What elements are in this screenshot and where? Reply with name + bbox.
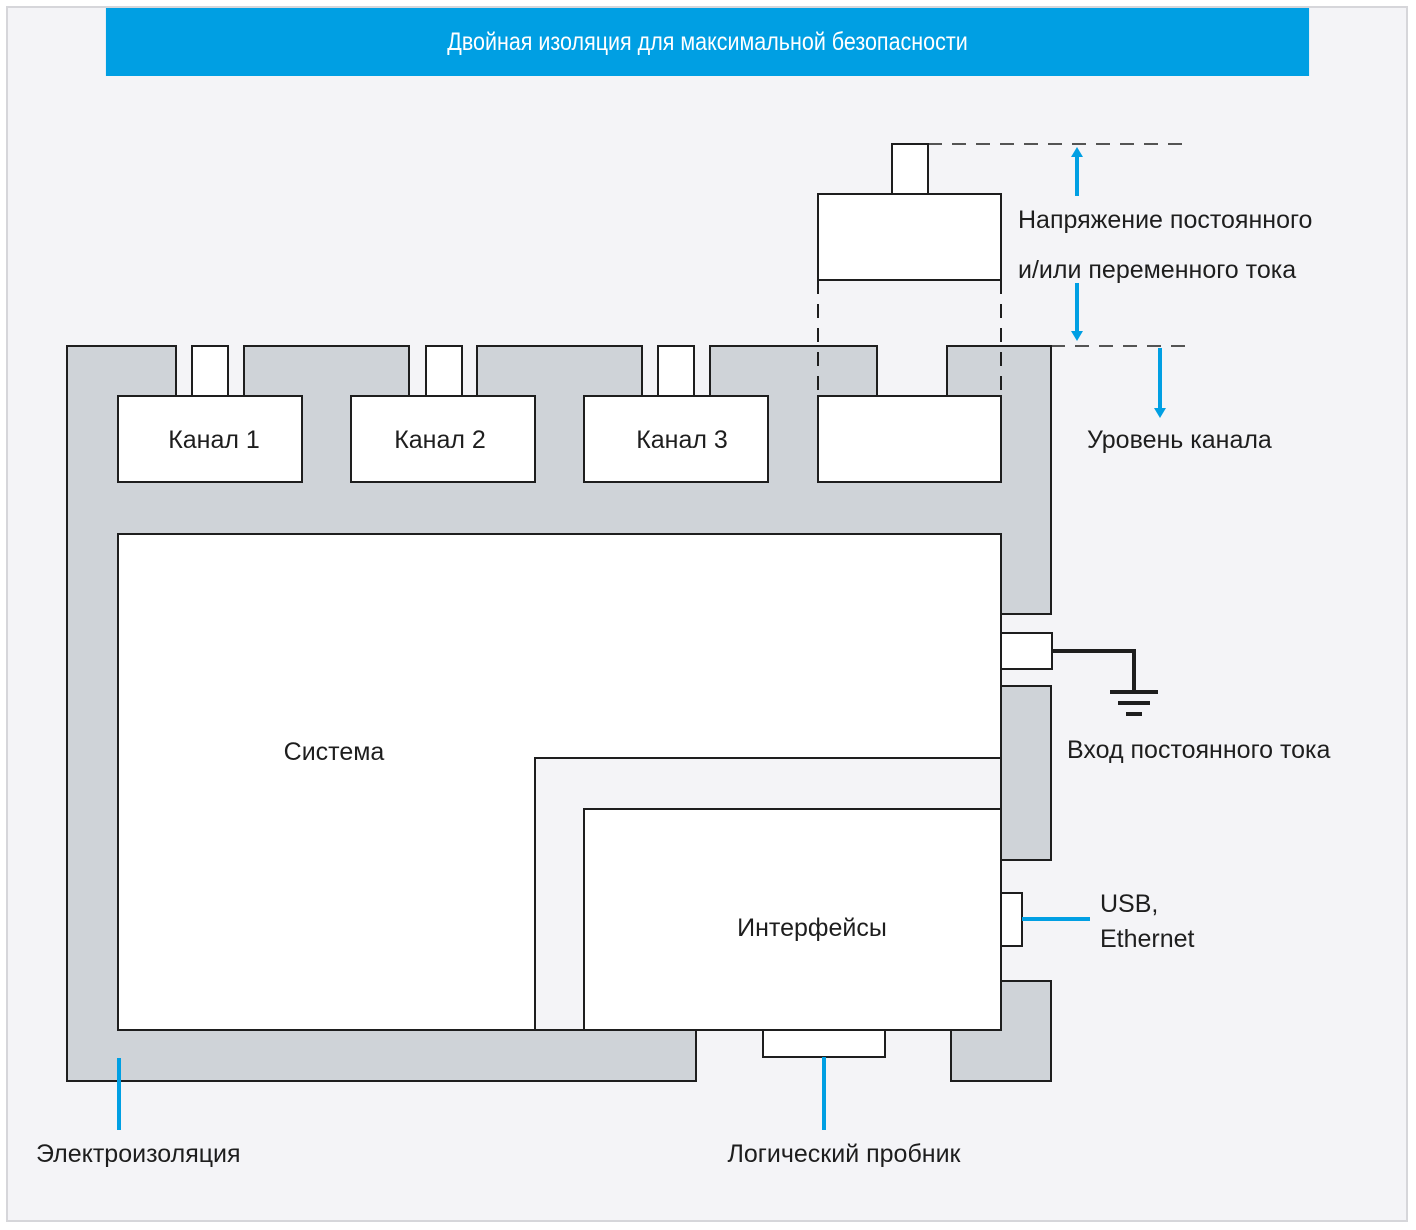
- channel-1-box: [117, 395, 303, 483]
- usb-label: USB,: [1100, 890, 1158, 918]
- interfaces-block: [583, 808, 1002, 1031]
- channel-connectors: [191, 345, 695, 397]
- voltage-arrows: [1071, 147, 1166, 418]
- voltage-label-line2: и/или переменного тока: [1018, 256, 1296, 284]
- system-label: Система: [284, 738, 385, 766]
- reference-dashed-lines: [928, 143, 1195, 347]
- channel-1-connector: [191, 345, 229, 397]
- ethernet-label: Ethernet: [1100, 925, 1195, 953]
- external-probe-dashed-sides: [817, 280, 1002, 396]
- usb-ethernet-connector: [1000, 892, 1023, 947]
- external-probe-tip: [891, 143, 929, 195]
- insulation-label: Электроизоляция: [36, 1140, 241, 1168]
- external-probe-box: [817, 193, 1002, 281]
- channel-2-box: [350, 395, 536, 483]
- channel-level-label: Уровень канала: [1087, 426, 1272, 454]
- channel-2-label: Канал 2: [394, 426, 486, 454]
- channel-3-box: [583, 395, 769, 483]
- channel-2-connector: [425, 345, 463, 397]
- diagram-header: Двойная изоляция для максимальной безопа…: [105, 8, 1310, 76]
- header-title: Двойная изоляция для максимальной безопа…: [447, 27, 968, 56]
- channel-1-label: Канал 1: [168, 426, 260, 454]
- logic-probe-label: Логический пробник: [727, 1140, 961, 1168]
- empty-slot: [817, 395, 1002, 483]
- channel-boxes: [117, 395, 769, 483]
- interfaces-label: Интерфейсы: [737, 914, 887, 942]
- voltage-label-line1: Напряжение постоянного: [1018, 206, 1312, 234]
- logic-probe-connector: [762, 1029, 886, 1058]
- channel-3-label: Канал 3: [636, 426, 728, 454]
- dc-input-label: Вход постоянного тока: [1067, 736, 1331, 764]
- system-block: [117, 533, 1002, 1031]
- ground-icon: [1052, 649, 1158, 716]
- dc-input-connector: [1000, 632, 1053, 670]
- channel-3-connector: [657, 345, 695, 397]
